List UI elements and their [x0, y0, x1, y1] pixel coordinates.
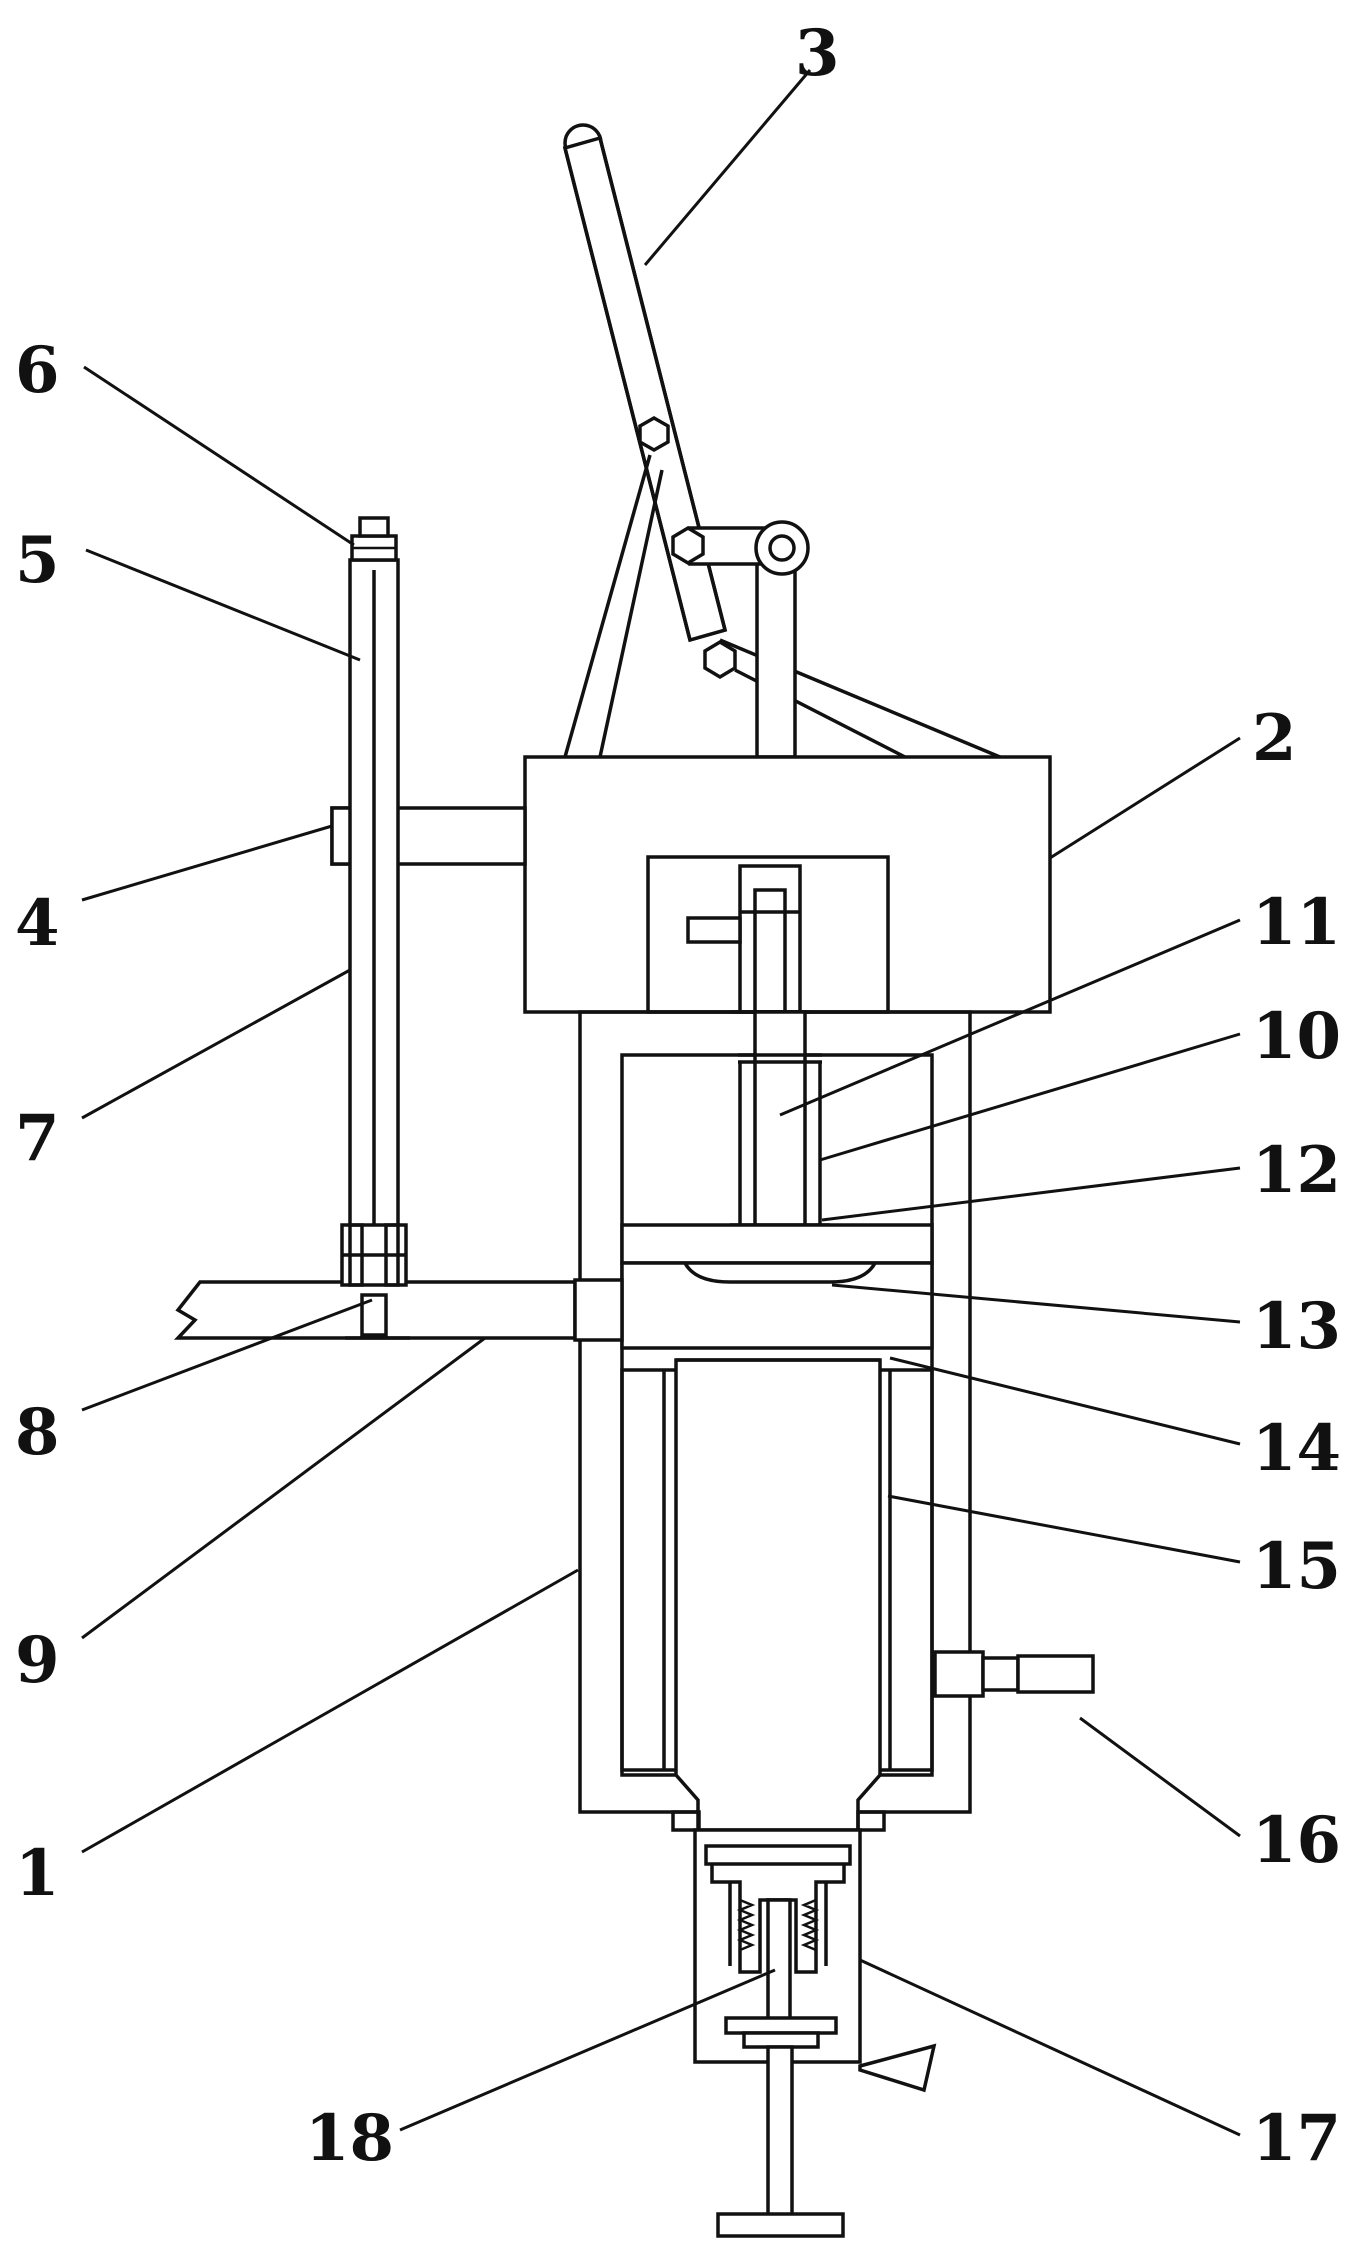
label-4: 4	[15, 886, 60, 961]
label-12: 12	[1252, 1133, 1341, 1208]
bottom-housing	[693, 1828, 937, 2238]
label-17: 17	[1252, 2101, 1341, 2176]
part-labels: 6 5 4 7 8 9 1 3 2 11 10 12 13 14 15 16 1…	[15, 16, 1341, 2176]
side-valve	[933, 1650, 1095, 1698]
label-3: 3	[795, 16, 840, 91]
label-13: 13	[1252, 1289, 1341, 1364]
support-strut	[563, 454, 664, 758]
cylinder	[620, 1358, 934, 1832]
press-plate	[620, 1223, 934, 1350]
leader-lines	[81, 69, 1241, 2137]
top-housing	[523, 755, 1052, 1014]
label-9: 9	[15, 1623, 60, 1698]
handle-lever	[562, 123, 728, 643]
label-15: 15	[1252, 1529, 1341, 1604]
label-10: 10	[1252, 999, 1341, 1074]
label-16: 16	[1252, 1803, 1341, 1878]
label-1: 1	[15, 1836, 60, 1911]
label-11: 11	[1252, 885, 1341, 960]
label-14: 14	[1252, 1411, 1341, 1486]
label-6: 6	[15, 333, 60, 408]
pivot-bolts	[638, 415, 737, 680]
lower-arm	[173, 1278, 624, 1342]
label-2: 2	[1252, 701, 1297, 776]
label-18: 18	[305, 2101, 394, 2176]
upper-post	[755, 558, 797, 759]
pivot-link	[688, 520, 810, 576]
left-column	[348, 516, 400, 1332]
column-clamp	[340, 1223, 410, 1340]
label-5: 5	[15, 523, 60, 598]
label-7: 7	[15, 1101, 60, 1176]
label-8: 8	[15, 1395, 60, 1470]
